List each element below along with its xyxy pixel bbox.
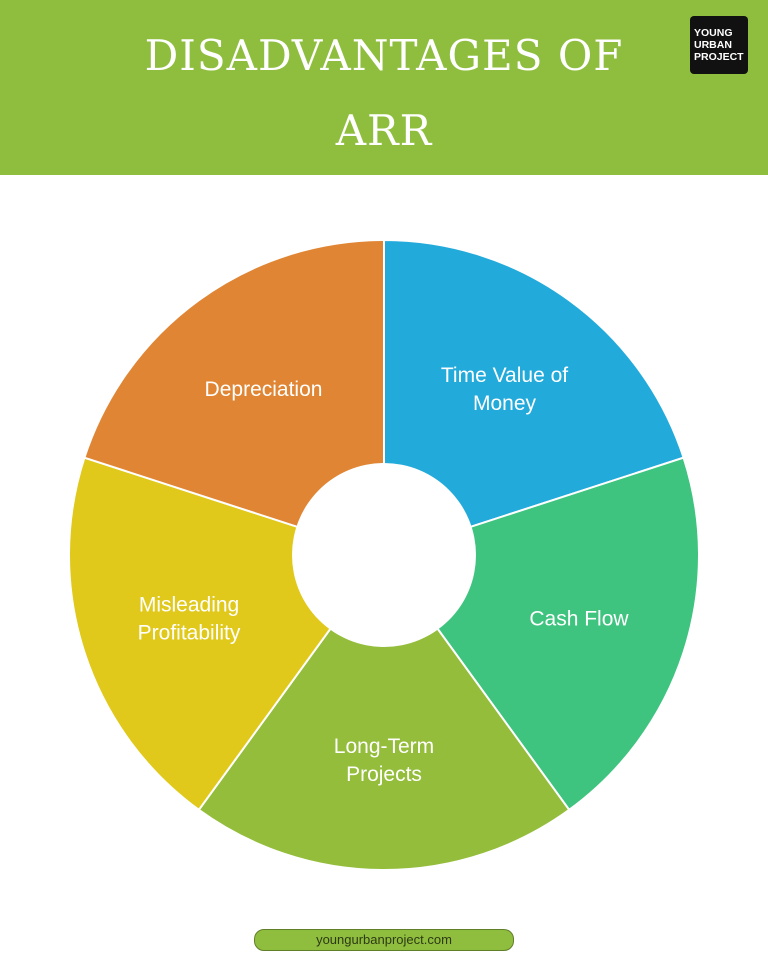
website-link[interactable]: youngurbanproject.com: [254, 929, 514, 951]
title-line-2: ARR: [335, 106, 433, 155]
slice-label: Depreciation: [205, 378, 323, 401]
pie-slice: [83, 238, 385, 557]
logo-text: URBAN: [694, 39, 732, 51]
donut-hole: [292, 463, 476, 647]
title-line-1: DISADVANTAGES OF: [144, 31, 624, 80]
page-title: DISADVANTAGES OF ARR: [60, 18, 708, 168]
logo-text: YOUNG: [694, 27, 733, 39]
pie-slice: [383, 238, 685, 557]
header-banner: DISADVANTAGES OF ARR YOUNG URBAN PROJECT: [0, 0, 768, 175]
young-urban-project-logo: YOUNG URBAN PROJECT: [690, 16, 748, 74]
logo-text: PROJECT: [694, 51, 744, 63]
pie-slice: [197, 553, 571, 871]
slice-label: Cash Flow: [529, 607, 629, 630]
